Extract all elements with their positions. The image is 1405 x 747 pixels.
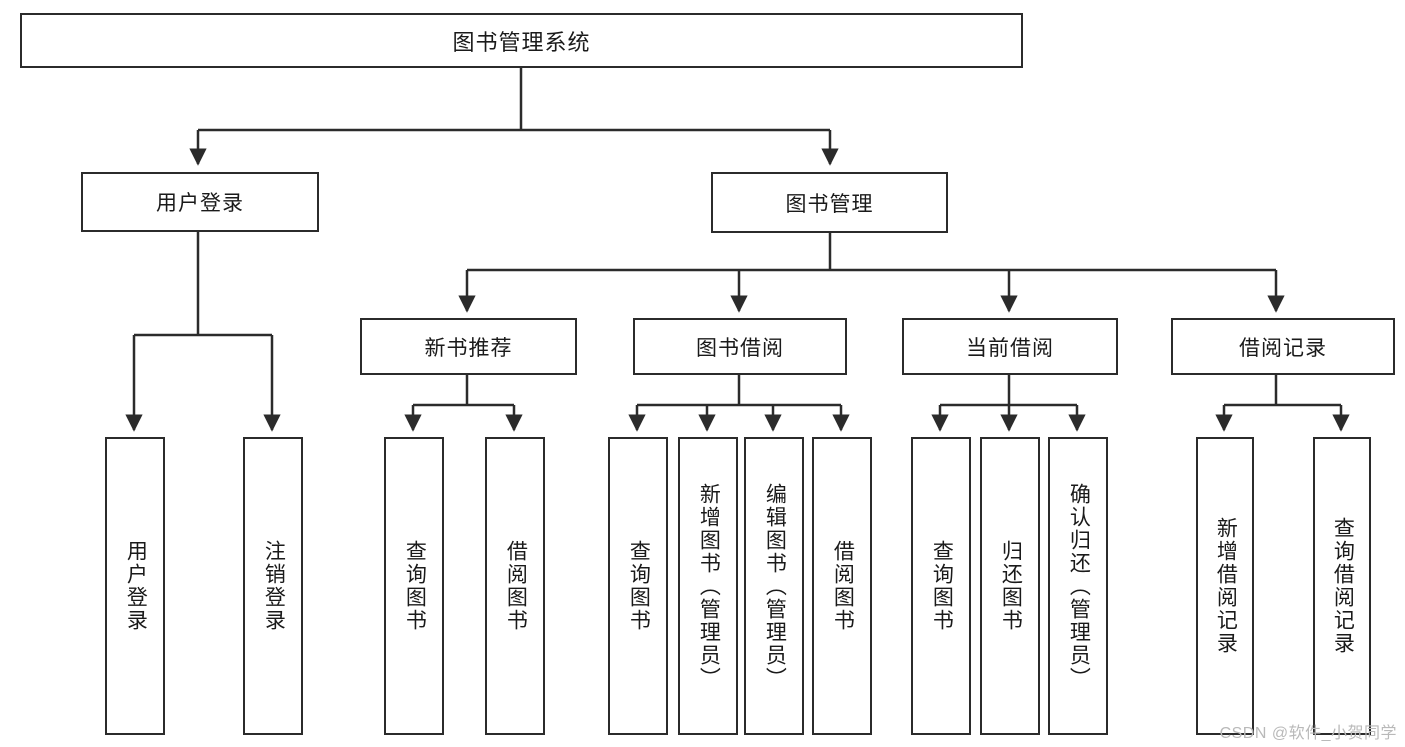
node-current-borrow[interactable]: 当前借阅 <box>902 318 1118 375</box>
node-current-borrow-label: 当前借阅 <box>966 336 1054 360</box>
node-leaf-borrow-book-2-label: 借阅图书 <box>831 540 855 632</box>
node-leaf-confirm-return[interactable]: 确认归还（管理员） <box>1048 437 1108 735</box>
node-leaf-add-book-label: 新增图书（管理员） <box>697 482 721 690</box>
node-leaf-add-record-label: 新增借阅记录 <box>1214 517 1238 655</box>
node-book-manage-label: 图书管理 <box>785 192 874 216</box>
node-leaf-query-book-1-label: 查询图书 <box>403 540 427 632</box>
node-leaf-borrow-book-1[interactable]: 借阅图书 <box>485 437 545 735</box>
node-leaf-return-book[interactable]: 归还图书 <box>980 437 1040 735</box>
node-leaf-return-book-label: 归还图书 <box>999 540 1023 632</box>
csdn-watermark: CSDN @软件_小贺同学 <box>1219 725 1397 742</box>
node-leaf-query-record-label: 查询借阅记录 <box>1331 517 1355 655</box>
node-leaf-borrow-book-2[interactable]: 借阅图书 <box>812 437 872 735</box>
node-new-book-rec[interactable]: 新书推荐 <box>360 318 577 375</box>
node-leaf-edit-book[interactable]: 编辑图书（管理员） <box>744 437 804 735</box>
node-user-login[interactable]: 用户登录 <box>81 172 319 232</box>
node-leaf-query-book-3-label: 查询图书 <box>930 540 954 632</box>
node-user-login-label: 用户登录 <box>156 192 244 215</box>
node-leaf-add-book[interactable]: 新增图书（管理员） <box>678 437 738 735</box>
node-book-manage[interactable]: 图书管理 <box>711 172 948 233</box>
node-root[interactable]: 图书管理系统 <box>20 13 1023 68</box>
node-leaf-logout-label: 注销登录 <box>262 540 286 632</box>
node-leaf-user-login-label: 用户登录 <box>124 540 148 632</box>
node-new-book-rec-label: 新书推荐 <box>424 336 513 360</box>
node-borrow-record-label: 借阅记录 <box>1239 336 1327 360</box>
node-leaf-add-record[interactable]: 新增借阅记录 <box>1196 437 1254 735</box>
node-leaf-query-book-2-label: 查询图书 <box>627 540 651 632</box>
node-leaf-query-book-1[interactable]: 查询图书 <box>384 437 444 735</box>
node-book-borrow[interactable]: 图书借阅 <box>633 318 847 375</box>
node-leaf-user-login[interactable]: 用户登录 <box>105 437 165 735</box>
node-leaf-confirm-return-label: 确认归还（管理员） <box>1067 482 1091 690</box>
node-leaf-borrow-book-1-label: 借阅图书 <box>504 540 528 632</box>
node-leaf-query-record[interactable]: 查询借阅记录 <box>1313 437 1371 735</box>
node-leaf-query-book-3[interactable]: 查询图书 <box>911 437 971 735</box>
node-leaf-edit-book-label: 编辑图书（管理员） <box>763 482 787 690</box>
node-root-label: 图书管理系统 <box>452 29 591 55</box>
node-borrow-record[interactable]: 借阅记录 <box>1171 318 1395 375</box>
node-leaf-query-book-2[interactable]: 查询图书 <box>608 437 668 735</box>
node-leaf-logout[interactable]: 注销登录 <box>243 437 303 735</box>
node-book-borrow-label: 图书借阅 <box>696 336 784 360</box>
